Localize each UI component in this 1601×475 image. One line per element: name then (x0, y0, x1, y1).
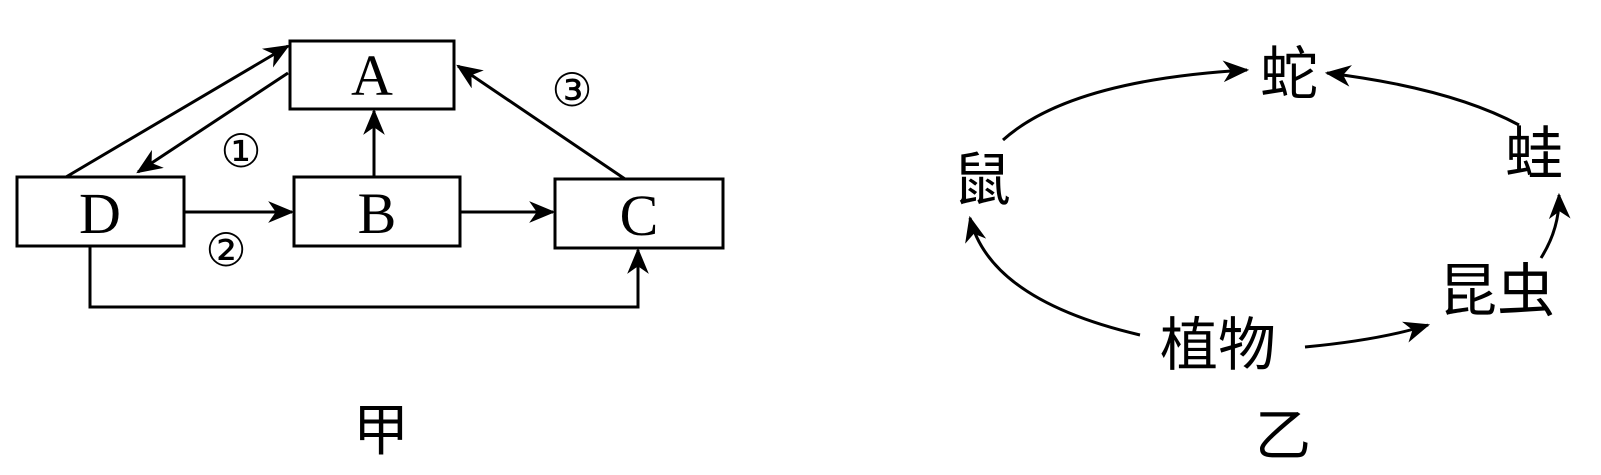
edge-d-to-c (88, 246, 649, 309)
box-d-label: D (79, 181, 121, 246)
box-a: A (288, 39, 456, 111)
box-b: B (292, 175, 462, 248)
node-plant: 植物 (1160, 311, 1276, 379)
edge-c-to-a (456, 64, 626, 181)
marker-1: ① (220, 124, 261, 178)
caption-yi: 乙 (1255, 404, 1311, 469)
diagram-yi: 蛇 鼠 蛙 昆虫 植物 乙 (953, 40, 1571, 469)
edge-frog-to-snake (1324, 65, 1520, 127)
node-snake: 蛇 (1260, 40, 1318, 108)
box-c-label: C (620, 183, 659, 248)
edge-mouse-to-snake (1002, 60, 1250, 142)
diagram-jia: A B C D ① ② ③ 甲 (15, 39, 725, 464)
edge-d-to-a (65, 44, 290, 179)
edge-a-to-d (136, 71, 289, 174)
box-c: C (553, 177, 725, 250)
marker-2: ② (205, 223, 246, 277)
marker-3: ③ (551, 63, 592, 117)
box-b-label: B (358, 181, 397, 246)
edge-insect-to-frog (1539, 192, 1571, 259)
node-frog: 蛙 (1505, 120, 1563, 188)
node-mouse: 鼠 (953, 146, 1011, 214)
node-insect: 昆虫 (1439, 257, 1555, 325)
box-a-label: A (351, 43, 393, 108)
box-d: D (15, 175, 186, 248)
edge-plant-to-insect (1304, 321, 1431, 349)
edge-plant-to-mouse (965, 215, 1141, 337)
caption-jia: 甲 (353, 399, 409, 464)
